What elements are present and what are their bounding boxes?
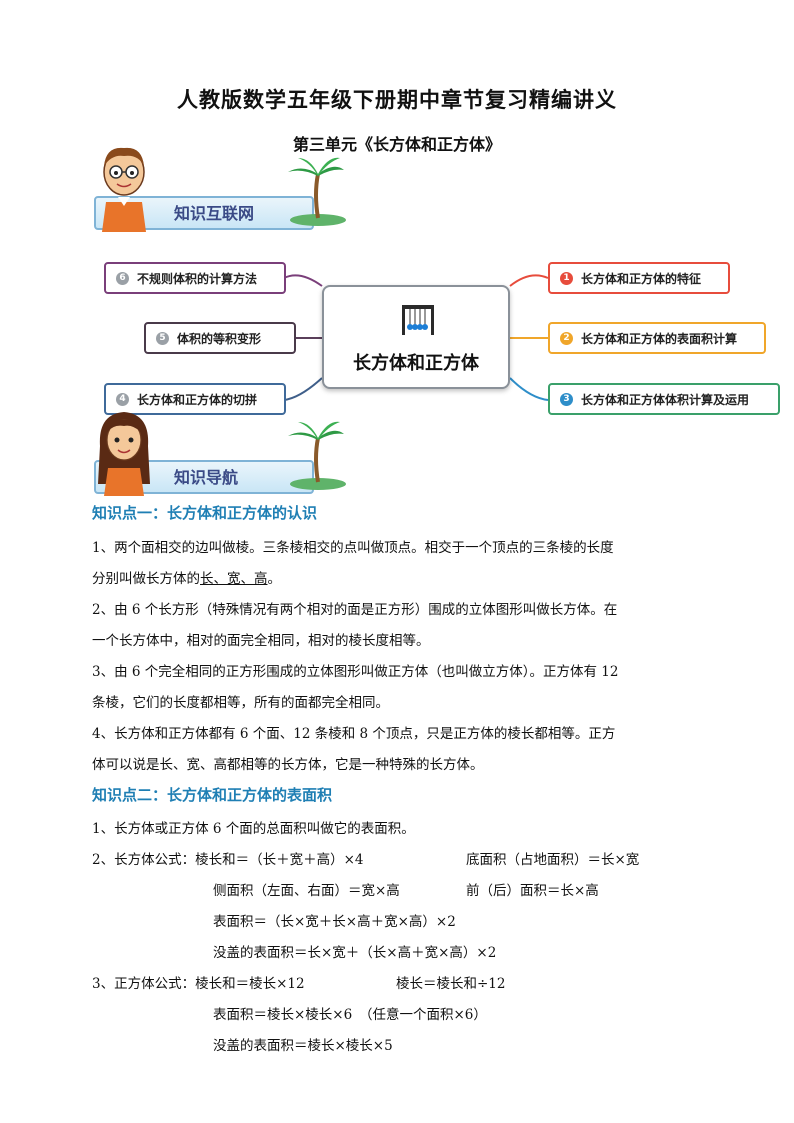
number-badge: 5 xyxy=(156,331,169,345)
mindmap-branch-1: 1 长方体和正方体的特征 xyxy=(548,262,730,294)
branch-label: 长方体和正方体体积计算及运用 xyxy=(581,392,750,407)
kp2-line-3a: 侧面积（左面、右面）＝宽×高 xyxy=(213,883,400,899)
mindmap-branch-5: 5 体积的等积变形 xyxy=(144,322,296,354)
mindmap-branch-2: 2 长方体和正方体的表面积计算 xyxy=(548,322,766,354)
kp2-line-1: 1、长方体或正方体 6 个面的总面积叫做它的表面积。 xyxy=(92,821,415,837)
kp1-paragraph-3a: 3、由 6 个完全相同的正方形围成的立体图形叫做正方体（也叫做立方体）。正方体有… xyxy=(92,664,619,680)
section-banner-navigation: 知识导航 xyxy=(94,412,346,504)
section-banner-network: 知识互联网 xyxy=(94,147,346,240)
kp2-line-8: 没盖的表面积＝棱长×棱长×5 xyxy=(213,1038,393,1054)
number-badge: 3 xyxy=(560,392,573,406)
mindmap-center-label: 长方体和正方体 xyxy=(353,353,479,374)
number-badge: 4 xyxy=(116,392,129,406)
section-label-navigation: 知识导航 xyxy=(174,468,239,487)
boy-avatar-icon xyxy=(102,147,146,232)
mindmap-center-node: 长方体和正方体 xyxy=(322,285,510,389)
kp2-heading: 知识点二：长方体和正方体的表面积 xyxy=(92,786,333,804)
kp1-paragraph-2a: 2、由 6 个长方形（特殊情况有两个相对的面是正方形）围成的立体图形叫做长方体。… xyxy=(92,602,618,618)
number-badge: 1 xyxy=(560,271,573,285)
number-badge: 6 xyxy=(116,271,129,285)
kp2-line-4: 表面积＝（长×宽＋长×高＋宽×高）×2 xyxy=(213,914,456,930)
kp2-line-6b: 棱长＝棱长和÷12 xyxy=(396,976,506,992)
palm-tree-icon xyxy=(288,157,346,226)
girl-avatar-icon xyxy=(98,412,150,496)
kp1-heading: 知识点一：长方体和正方体的认识 xyxy=(92,504,318,522)
kp2-line-2a: 2、长方体公式：棱长和＝（长＋宽＋高）×4 xyxy=(92,852,364,868)
mindmap-branch-3: 3 长方体和正方体体积计算及运用 xyxy=(548,383,780,415)
branch-label: 长方体和正方体的特征 xyxy=(581,271,702,286)
section-label-network: 知识互联网 xyxy=(174,204,255,223)
branch-label: 长方体和正方体的表面积计算 xyxy=(581,331,738,346)
kp1-paragraph-2b: 一个长方体中，相对的面完全相同，相对的棱长度相等。 xyxy=(92,633,430,649)
kp2-line-3b: 前（后）面积＝长×高 xyxy=(466,883,599,899)
palm-tree-icon xyxy=(288,421,346,490)
text-segment: 。 xyxy=(267,571,282,587)
mind-map-connectors xyxy=(283,274,549,401)
page-subtitle: 第三单元《长方体和正方体》 xyxy=(292,135,501,154)
number-badge: 2 xyxy=(560,331,573,345)
branch-label: 长方体和正方体的切拼 xyxy=(137,392,258,407)
kp1-paragraph-1a: 1、两个面相交的边叫做棱。三条棱相交的点叫做顶点。相交于一个顶点的三条棱的长度 xyxy=(92,540,614,556)
branch-label: 体积的等积变形 xyxy=(177,331,262,346)
newtons-cradle-icon xyxy=(402,305,434,335)
mindmap-branch-6: 6 不规则体积的计算方法 xyxy=(104,262,286,294)
kp1-paragraph-4b: 体可以说是长、宽、高都相等的长方体，它是一种特殊的长方体。 xyxy=(92,757,484,773)
kp2-line-7: 表面积＝棱长×棱长×6 （任意一个面积×6） xyxy=(213,1007,487,1023)
text-segment: 分别叫做长方体的 xyxy=(92,571,200,587)
mindmap-branch-4: 4 长方体和正方体的切拼 xyxy=(104,383,286,415)
page-title: 人教版数学五年级下册期中章节复习精编讲义 xyxy=(177,88,617,112)
kp1-paragraph-4a: 4、长方体和正方体都有 6 个面、12 条棱和 8 个顶点，只是正方体的棱长都相… xyxy=(92,726,616,742)
kp2-line-5: 没盖的表面积＝长×宽＋（长×高＋宽×高）×2 xyxy=(213,945,497,961)
branch-label: 不规则体积的计算方法 xyxy=(137,271,258,286)
underlined-text: 长、宽、高 xyxy=(200,571,268,587)
kp1-paragraph-1b: 分别叫做长方体的长、宽、高。 xyxy=(92,567,281,587)
kp2-line-2b: 底面积（占地面积）＝长×宽 xyxy=(466,852,640,868)
kp1-paragraph-3b: 条棱，它们的长度都相等，所有的面都完全相同。 xyxy=(92,695,389,711)
mind-map: 6 不规则体积的计算方法 5 体积的等积变形 4 长方体和正方体的切拼 长方体和… xyxy=(0,250,794,425)
kp2-line-6a: 3、正方体公式：棱长和＝棱长×12 xyxy=(92,976,305,992)
